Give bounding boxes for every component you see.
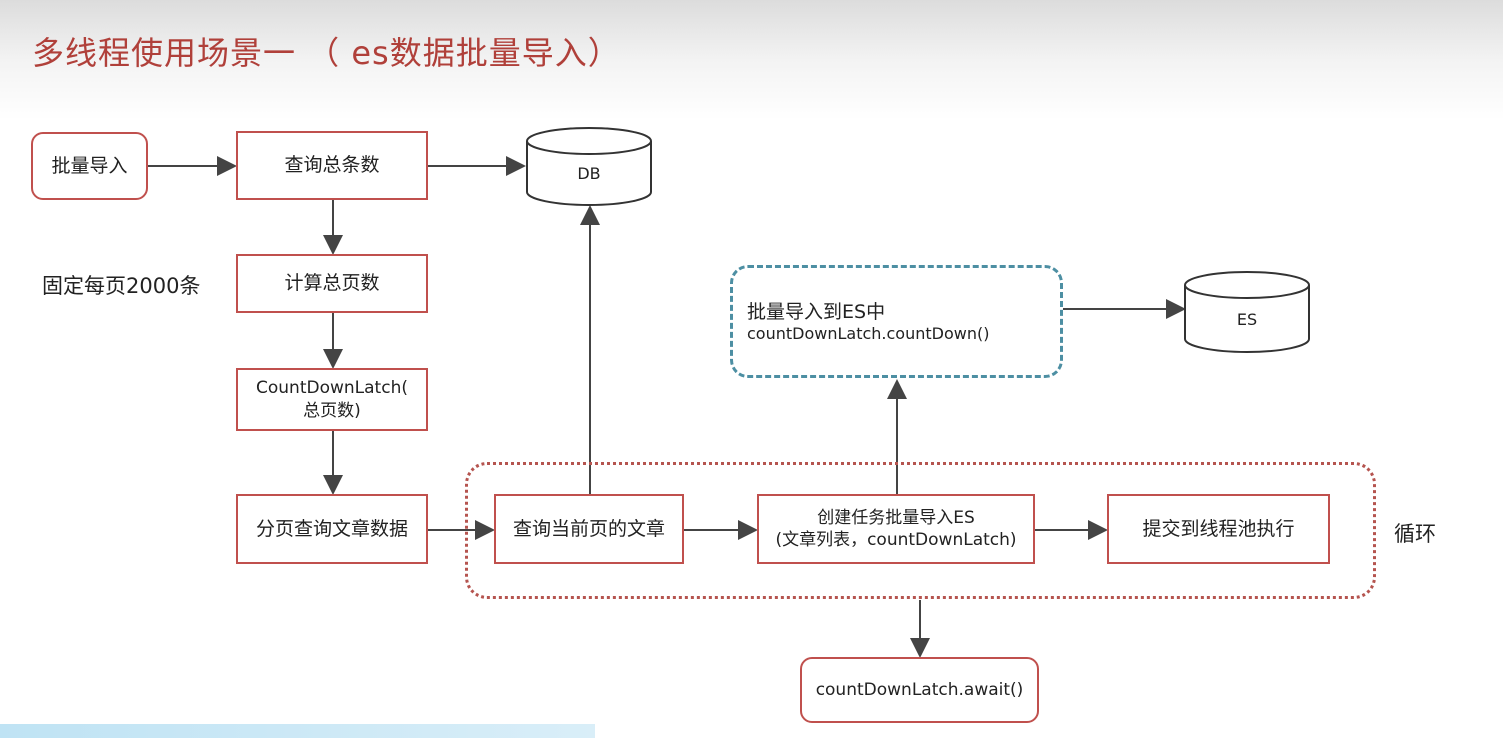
es-cylinder [1184,271,1310,353]
task-group [730,265,1063,378]
create-task-line2: (文章列表，countDownLatch) [775,530,1017,550]
query-current-page-box: 查询当前页的文章 [494,494,684,564]
countdownlatch-line1: CountDownLatch( [256,378,408,399]
loop-region [465,462,1376,599]
loop-label: 循环 [1394,522,1436,546]
bottom-decoration [0,724,595,738]
db-label: DB [577,164,601,183]
submit-pool-box: 提交到线程池执行 [1107,494,1330,564]
create-task-box: 创建任务批量导入ES (文章列表，countDownLatch) [757,494,1035,564]
fixed-page-size-note: 固定每页2000条 [42,274,201,298]
create-task-line1: 创建任务批量导入ES [817,507,975,528]
countdownlatch-box: CountDownLatch( 总页数) [236,368,428,431]
await-box: countDownLatch.await() [800,657,1039,723]
es-import-line1: 批量导入到ES中 [747,301,886,323]
db-cylinder [526,127,652,206]
calc-pages-box: 计算总页数 [236,254,428,313]
page-query-box: 分页查询文章数据 [236,494,428,564]
es-import-line2: countDownLatch.countDown() [747,324,990,343]
countdownlatch-line2: 总页数) [303,400,361,421]
query-total-box: 查询总条数 [236,131,428,200]
es-label: ES [1236,310,1258,329]
batch-import-box: 批量导入 [31,132,148,200]
page-title: 多线程使用场景一 （ es数据批量导入） [32,34,621,72]
